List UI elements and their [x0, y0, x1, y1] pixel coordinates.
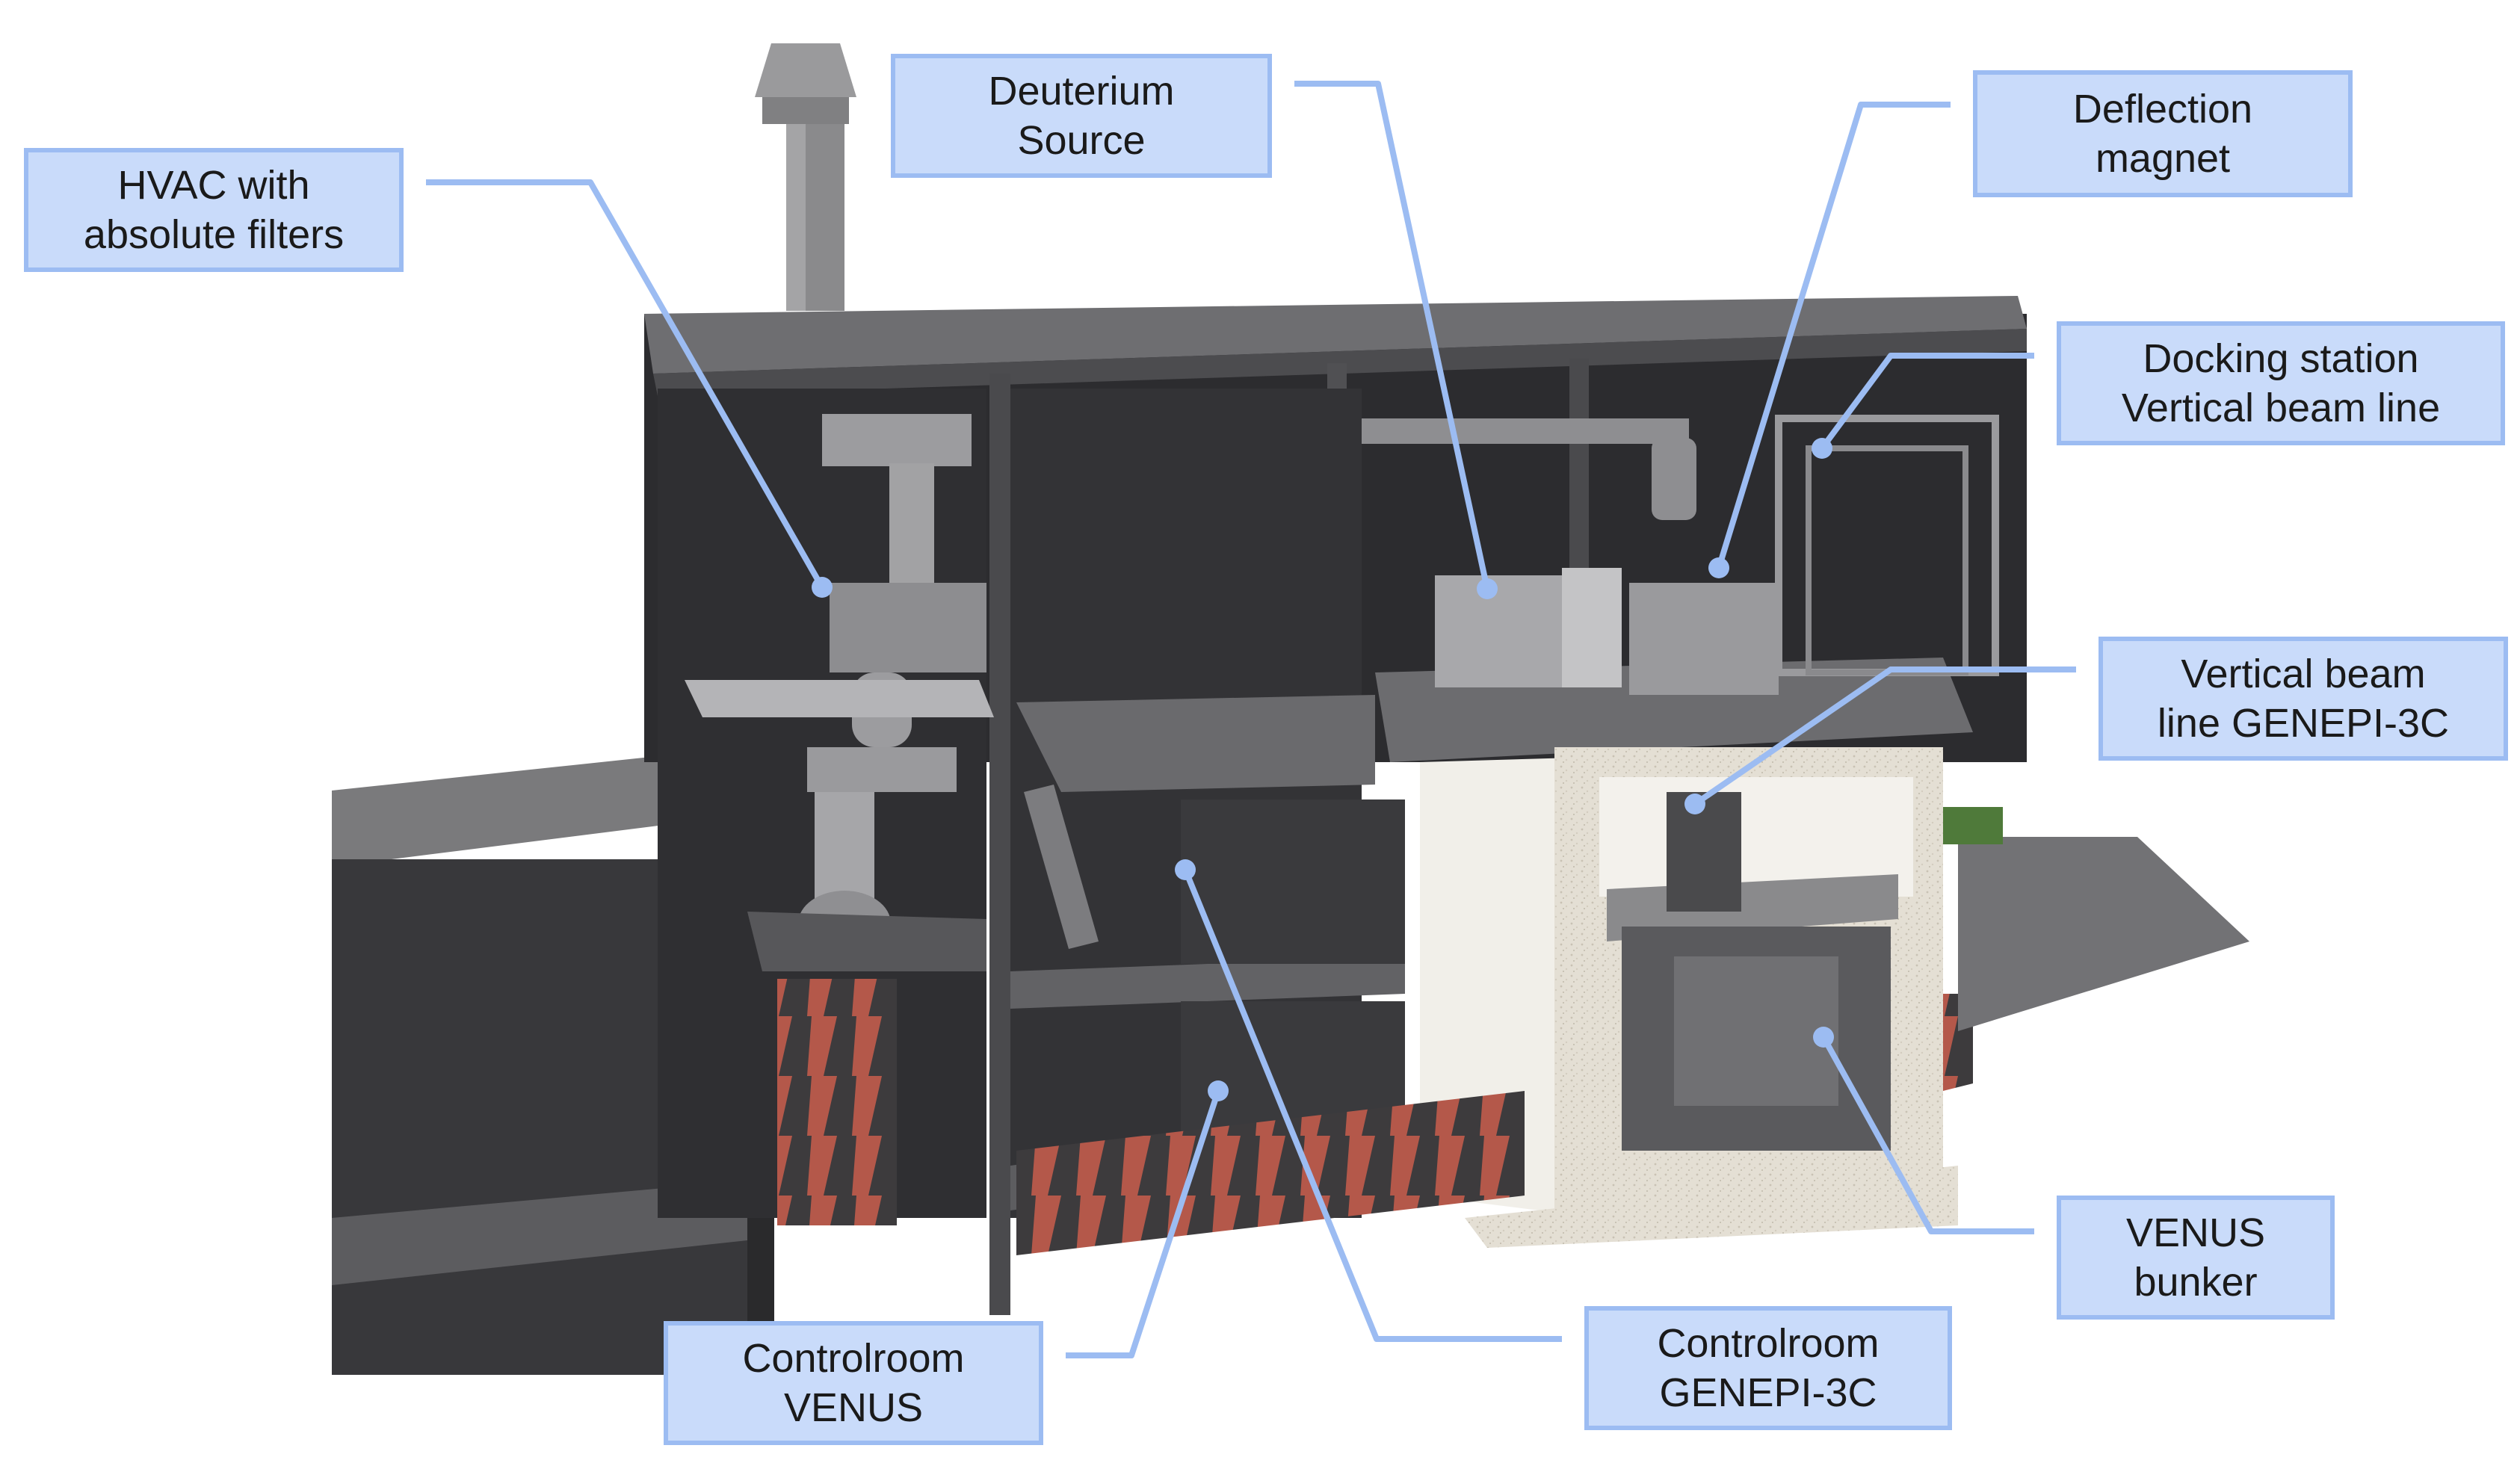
leader-docking — [1819, 353, 2034, 451]
label-deuterium-source: Deuterium Source — [891, 54, 1272, 178]
label-vertical-line1: Vertical beam — [2181, 652, 2426, 696]
leader-dot-deflection — [1708, 557, 1729, 578]
leader-hvac — [426, 179, 825, 589]
leader-dot-deuterium — [1477, 578, 1498, 599]
label-bunker-line1: VENUS — [2125, 1210, 2266, 1255]
label-cgenepi-line2: GENEPI-3C — [1659, 1370, 1877, 1415]
leader-control-venus — [1066, 1089, 1221, 1358]
leader-bunker — [1820, 1036, 2034, 1234]
venus-bunker-structure — [1420, 747, 1958, 1248]
exhaust-chimney — [755, 43, 856, 311]
leader-dot-bunker — [1813, 1027, 1834, 1048]
label-vertical-line2: line GENEPI-3C — [2157, 701, 2450, 746]
leader-dot-docking — [1812, 438, 1832, 459]
label-cgenepi-line1: Controlroom — [1657, 1321, 1880, 1366]
building-illustration — [332, 43, 2249, 1382]
leader-vertical — [1693, 666, 2076, 807]
label-deuterium-line2: Source — [1017, 118, 1146, 163]
leader-lines — [426, 81, 2076, 1358]
label-hvac-line1: HVAC with — [117, 163, 310, 208]
label-controlroom-genepi: Controlroom GENEPI-3C — [1584, 1306, 1952, 1430]
label-docking-line2: Vertical beam line — [2121, 386, 2441, 430]
label-docking-line1: Docking station — [2143, 336, 2419, 381]
label-deflection-line1: Deflection — [2072, 87, 2253, 132]
leader-endpoints — [812, 438, 1834, 1101]
label-controlroom-venus: Controlroom VENUS — [664, 1321, 1043, 1445]
label-venus-bunker: VENUS bunker — [2057, 1196, 2335, 1320]
leader-deuterium — [1294, 81, 1490, 590]
label-hvac-line2: absolute filters — [83, 212, 345, 257]
leader-deflection — [1716, 102, 1951, 569]
label-hvac: HVAC with absolute filters — [24, 148, 404, 272]
leader-dot-control-genepi — [1175, 859, 1196, 880]
middle-floors — [1010, 389, 1510, 1218]
label-deflection-magnet: Deflection magnet — [1973, 70, 2353, 197]
label-vertical-beam-line: Vertical beam line GENEPI-3C — [2099, 637, 2508, 761]
label-deflection-line2: magnet — [2095, 136, 2231, 181]
label-bunker-line2: bunker — [2134, 1260, 2258, 1305]
label-cvenus-line2: VENUS — [783, 1385, 924, 1430]
leader-dot-vertical — [1684, 794, 1705, 814]
label-deuterium-line1: Deuterium — [988, 69, 1175, 114]
label-cvenus-line1: Controlroom — [742, 1336, 965, 1381]
leader-control-genepi — [1182, 868, 1562, 1342]
label-docking-station: Docking station Vertical beam line — [2057, 321, 2505, 445]
leader-dot-hvac — [812, 577, 833, 598]
leader-dot-control-venus — [1208, 1080, 1229, 1101]
